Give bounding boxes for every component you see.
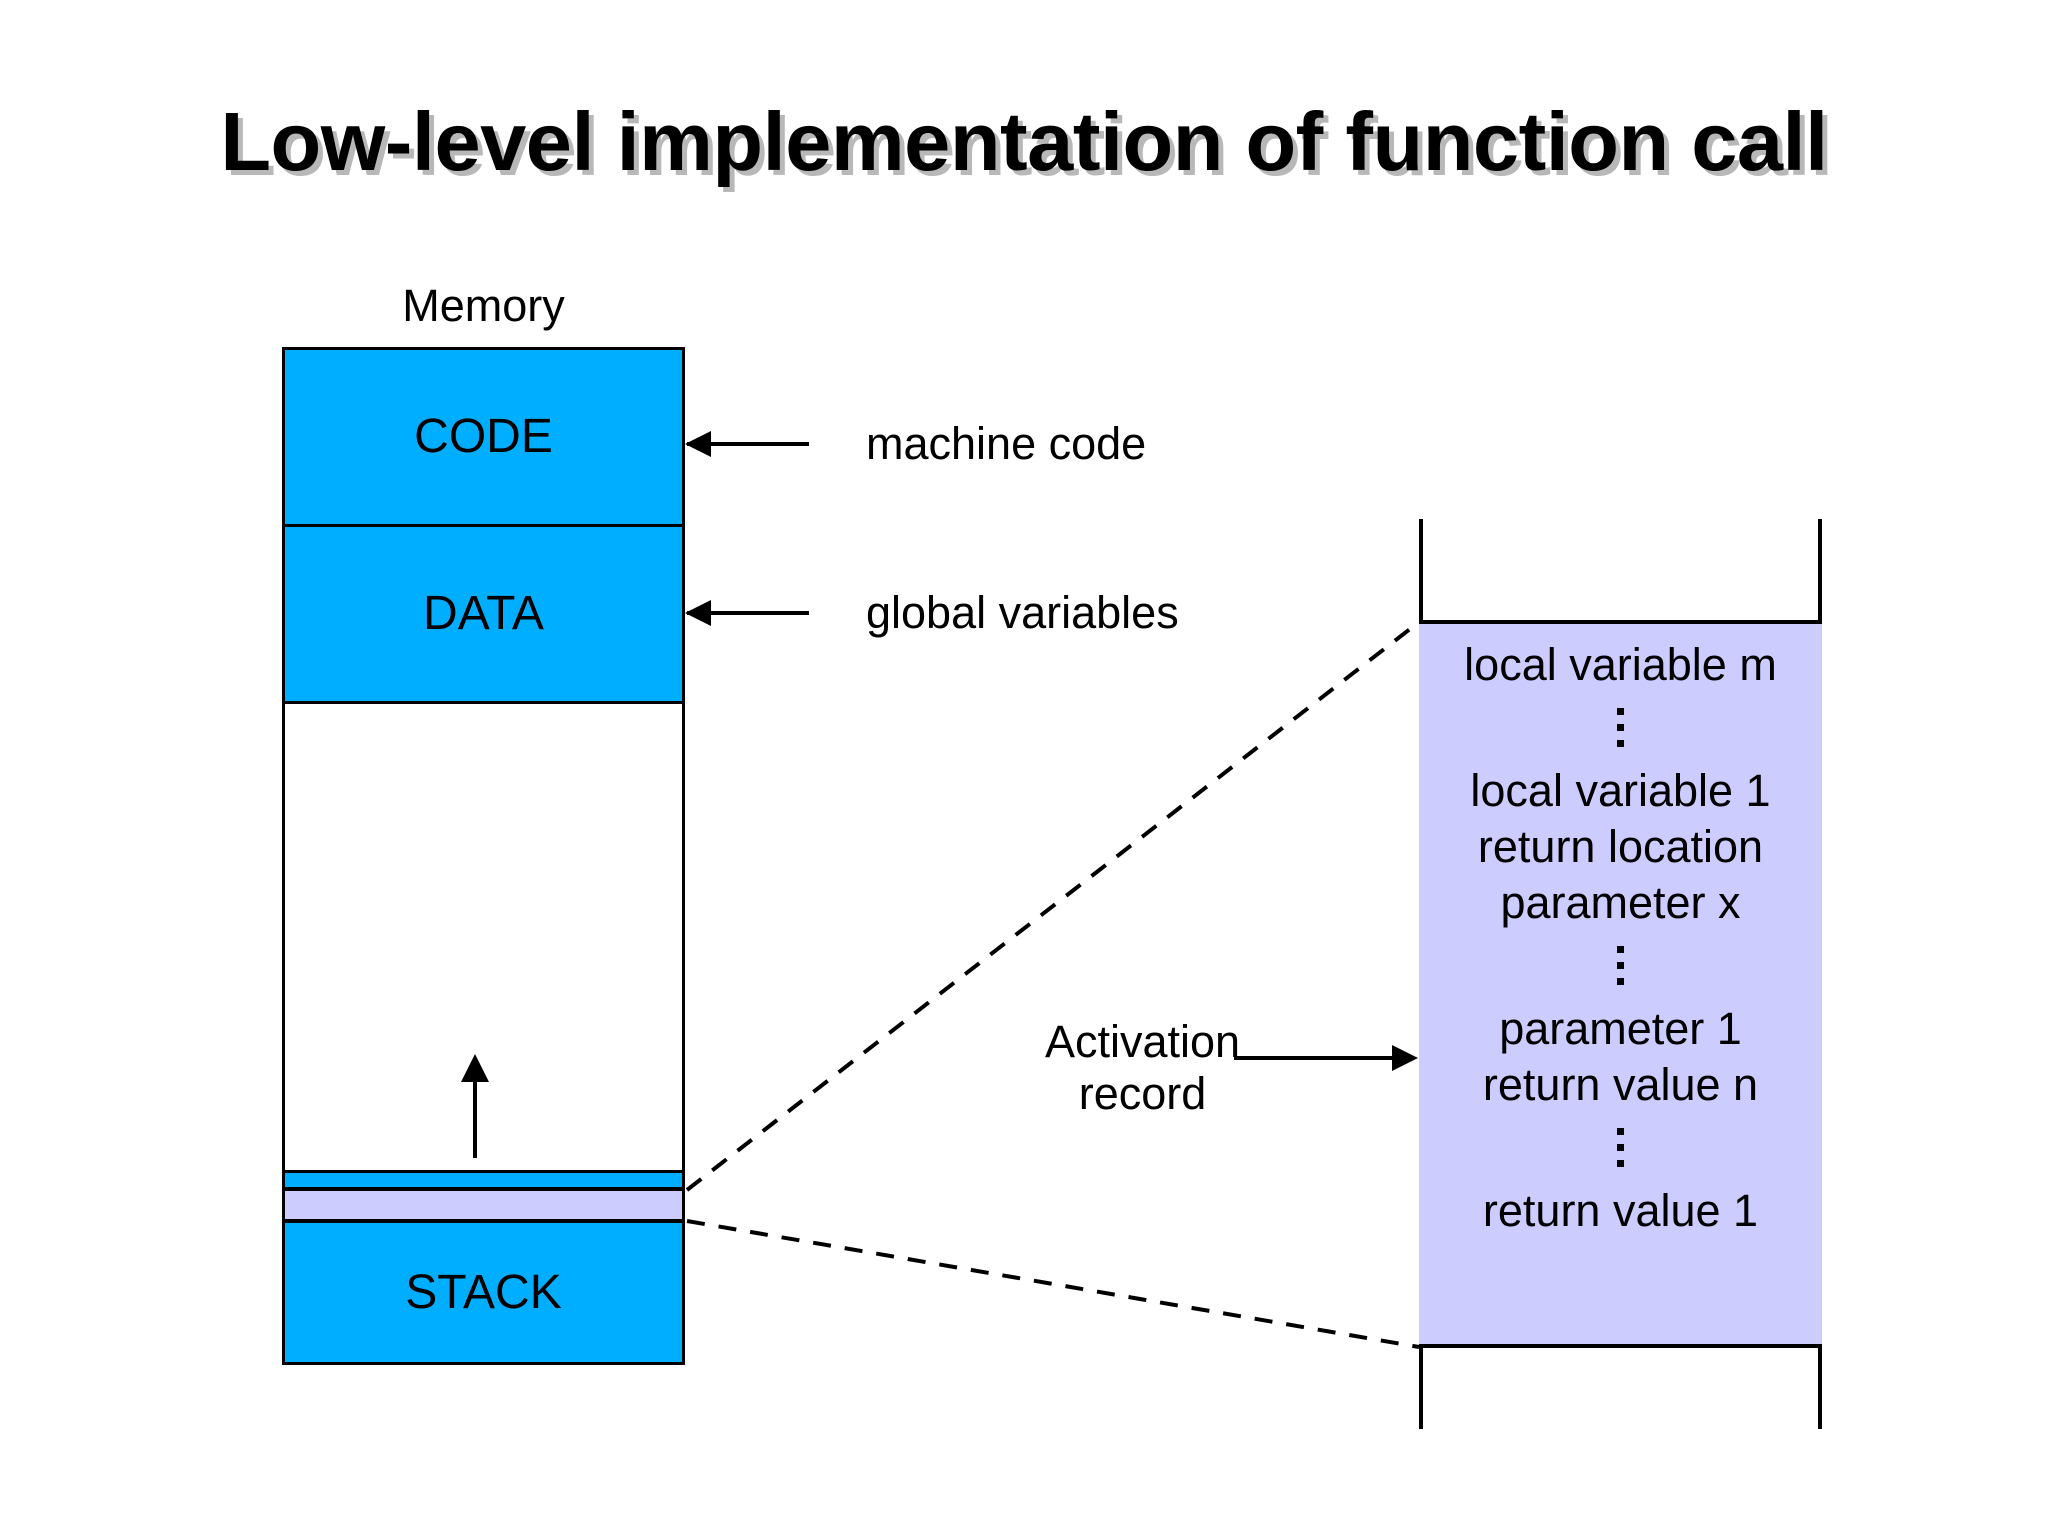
activation-record-box: local variable m local variable 1 return… <box>1419 620 1822 1348</box>
memory-segment-code: CODE <box>282 347 685 527</box>
activation-record-pointer-arrow-icon <box>1234 1045 1418 1071</box>
activation-record-row: local variable m <box>1464 638 1777 690</box>
memory-segment-data: DATA <box>282 524 685 704</box>
memory-segment-stack-top-strip <box>282 1170 685 1190</box>
stack-growth-up-arrow-icon <box>461 1054 489 1158</box>
memory-label: Memory <box>402 280 565 331</box>
memory-segment-stack-label: STACK <box>405 1265 562 1319</box>
global-variables-arrow-icon <box>685 600 809 626</box>
memory-segment-stack: STACK <box>282 1220 685 1365</box>
memory-segment-activation-record-strip <box>282 1188 685 1222</box>
activation-record-row: return value 1 <box>1482 1184 1759 1236</box>
activation-record-pointer-label-line1: Activation <box>1044 1016 1241 1067</box>
memory-segment-data-label: DATA <box>423 587 544 640</box>
activation-record-row: return value n <box>1482 1058 1759 1110</box>
memory-segment-free-space <box>282 701 685 1173</box>
activation-record-row: return location <box>1477 820 1764 872</box>
vertical-ellipsis-icon <box>1617 1112 1624 1182</box>
machine-code-arrow-icon <box>685 431 809 457</box>
activation-record-row: local variable 1 <box>1470 764 1771 816</box>
page-title: Low-level implementation of function cal… <box>220 95 1828 188</box>
vertical-ellipsis-icon <box>1617 692 1624 762</box>
activation-record-row: parameter x <box>1500 876 1741 928</box>
activation-record-pointer-label: Activation record <box>1020 1016 1265 1120</box>
vertical-ellipsis-icon <box>1617 930 1624 1000</box>
zoom-connector-lower <box>686 1219 1420 1349</box>
machine-code-label: machine code <box>866 418 1147 469</box>
activation-record-pointer-label-line2: record <box>1078 1068 1207 1120</box>
memory-segment-code-label: CODE <box>414 410 553 463</box>
global-variables-label: global variables <box>866 587 1179 638</box>
activation-record-row: parameter 1 <box>1499 1002 1742 1054</box>
